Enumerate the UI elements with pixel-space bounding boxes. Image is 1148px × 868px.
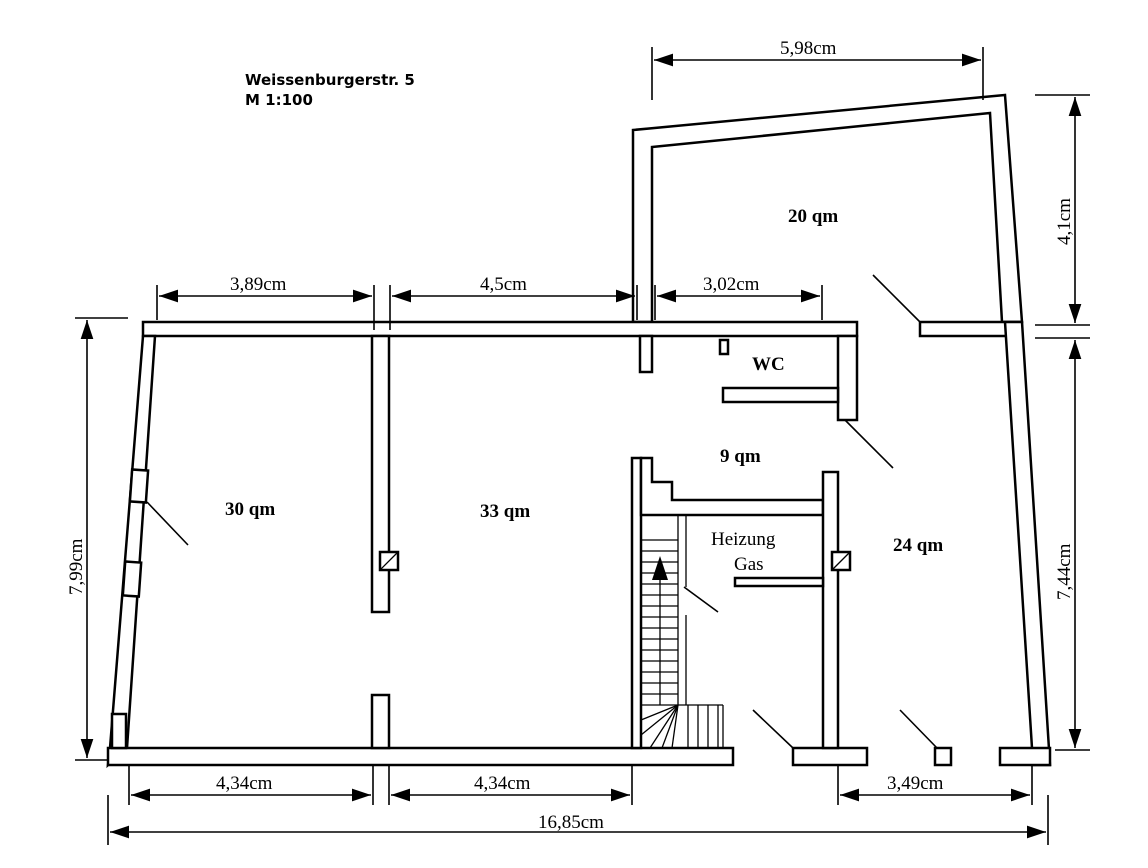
dim-top-mid: 4,5cm [480, 274, 527, 295]
top-wall [141, 320, 859, 338]
wc-wall-bottom [721, 386, 840, 404]
dim-right-annex: 4,1cm [1054, 198, 1075, 245]
stair-tread [671, 704, 679, 749]
left-wall [106, 334, 157, 769]
chimney-icon [830, 550, 852, 572]
dim-bottom-mid: 4,34cm [474, 773, 531, 794]
room-label-wc: WC [752, 354, 785, 375]
plan-header: Weissenburgerstr. 5 M 1:100 [245, 70, 415, 110]
window [110, 712, 128, 750]
interior-wall-1-lower [370, 693, 391, 750]
dim-left-height: 7,99cm [66, 538, 87, 595]
hall-wall [821, 470, 840, 750]
bottom-wall-right [998, 746, 1052, 767]
right-wall [1003, 320, 1052, 767]
bottom-wall-mid [791, 746, 869, 767]
window [121, 560, 143, 598]
stair-tread [649, 704, 679, 749]
room-label-9qm: 9 qm [720, 446, 761, 467]
scale-label: M 1:100 [245, 91, 313, 109]
stair-arrow-icon [652, 556, 668, 580]
dim-bottom-left: 4,34cm [216, 773, 273, 794]
dim-total-width: 16,85cm [538, 812, 604, 833]
door-swings [146, 274, 938, 749]
stair-top-wall [639, 456, 825, 517]
interior-wall-1-upper [370, 334, 391, 614]
dim-top-annex: 5,98cm [780, 38, 837, 59]
dim-top-right: 3,02cm [703, 274, 760, 295]
room-label-gas: Gas [734, 554, 764, 575]
chimney-icon [378, 550, 400, 572]
staircase [640, 515, 724, 749]
wall-stub [638, 334, 654, 374]
stair-tread [640, 704, 679, 736]
address-label: Weissenburgerstr. 5 [245, 71, 415, 89]
dim-right-height: 7,44cm [1054, 543, 1075, 600]
room-label-24qm: 24 qm [893, 535, 943, 556]
room-label-heizung: Heizung [711, 529, 776, 550]
dimension-lines [75, 47, 1090, 845]
room-label-33qm: 33 qm [480, 501, 530, 522]
dim-bottom-right: 3,49cm [887, 773, 944, 794]
heating-shelf [733, 576, 825, 588]
bottom-wall-pillar [933, 746, 953, 767]
wc-wall-right [836, 334, 859, 422]
wc-fixture [718, 338, 730, 356]
dim-top-left: 3,89cm [230, 274, 287, 295]
room-label-20qm: 20 qm [788, 206, 838, 227]
stair-wall [630, 456, 643, 750]
window [128, 468, 150, 504]
stair-tread [661, 704, 679, 749]
bottom-wall-left [106, 746, 735, 767]
stair-tread [640, 704, 679, 721]
room-label-30qm: 30 qm [225, 499, 275, 520]
